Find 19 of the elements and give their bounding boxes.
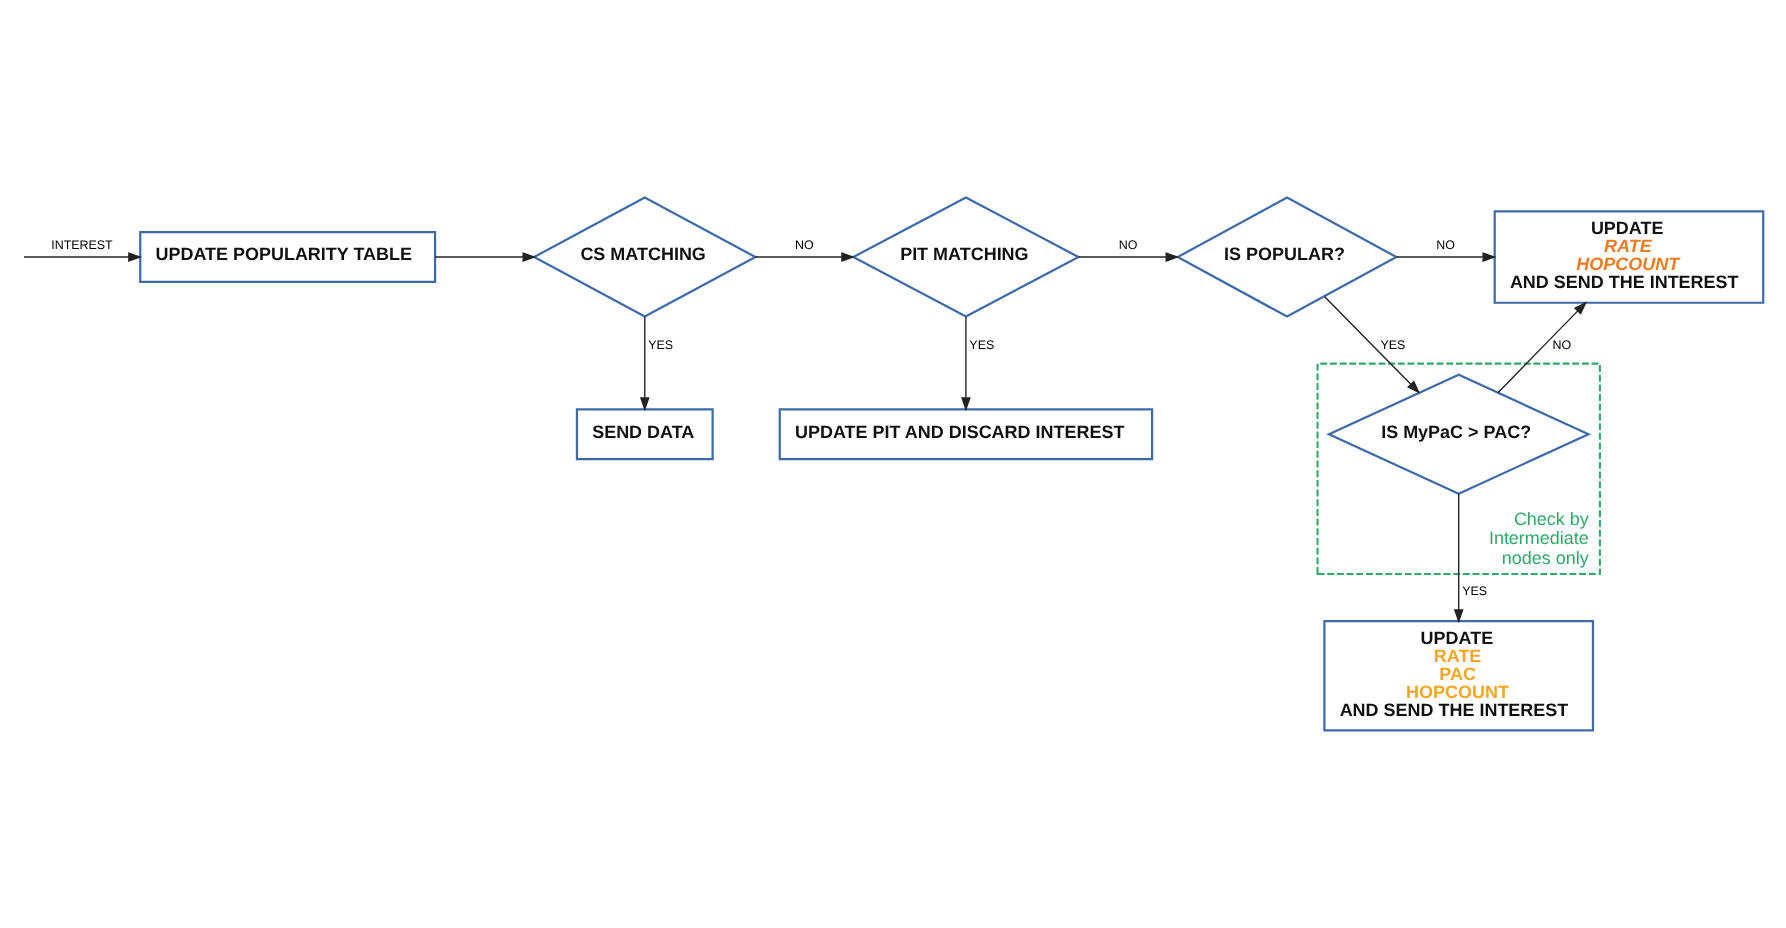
arrow [1395,252,1497,262]
arrow [434,252,537,262]
arrow [1324,296,1421,394]
arrow [961,316,971,412]
node-box: UPDATE PIT AND DISCARD INTEREST [778,408,1154,461]
arrow [1453,493,1464,624]
node-diamond: IS MyPaC > PAC? [1326,373,1592,495]
node-box: UPDATE RATE HOPCOUNT AND SEND THE INTEREST [1493,210,1765,304]
arrow [1078,252,1180,262]
arrow [639,316,650,412]
node-box: UPDATE POPULARITY TABLE [139,231,437,284]
node-diamond: CS MATCHING [531,196,758,318]
node-diamond: PIT MATCHING [850,196,1081,318]
arrow [1497,301,1587,394]
node-box: SEND DATA [575,408,714,461]
arrow [23,252,143,262]
node-box: UPDATE RATE PAC HOPCOUNT AND SEND THE INTEREST [1323,620,1595,732]
node-diamond: IS POPULAR? [1175,196,1399,318]
arrow [754,252,856,262]
